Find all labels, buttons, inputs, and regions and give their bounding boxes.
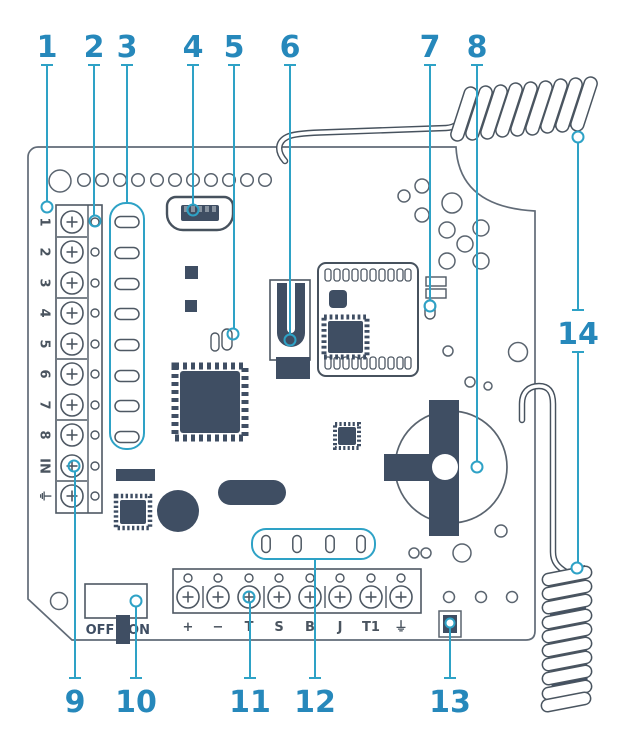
callout-12: 12 <box>294 685 336 720</box>
gsm-module <box>317 262 419 377</box>
left-terminal-block: 1 2 3 4 5 6 7 8 IN ⏚ <box>37 204 103 514</box>
left-terminal-labels: 1 2 3 4 5 6 7 8 IN ⏚ <box>37 217 52 502</box>
callout-2: 2 <box>84 30 105 65</box>
terminal-label: IN <box>37 458 52 474</box>
callout-7: 7 <box>420 30 441 65</box>
earth-ground-icon: ⏚ <box>394 620 407 635</box>
terminal-label: 4 <box>37 308 52 317</box>
terminal-label: 8 <box>37 430 52 439</box>
terminal-label: S <box>274 620 283 635</box>
bottom-led-group <box>251 528 376 560</box>
pcb-outline <box>27 146 536 641</box>
power-switch: OFF ON <box>84 583 150 644</box>
antenna-top-coil <box>276 74 600 165</box>
main-microcontroller <box>171 362 249 442</box>
mini-usb-connector <box>165 195 235 232</box>
terminal-label: 2 <box>37 247 52 256</box>
callout-14: 14 <box>557 317 599 352</box>
bottom-terminal-labels: + − T S B J T1 ⏚ <box>183 620 408 635</box>
callout-8: 8 <box>467 30 488 65</box>
bottom-terminal-block: + − T S B J T1 ⏚ <box>172 568 422 635</box>
callout-leaders <box>40 64 585 679</box>
callout-13: 13 <box>429 685 471 720</box>
capacitor <box>218 480 286 505</box>
qfn-chip-mid <box>333 422 361 450</box>
callout-4: 4 <box>183 30 204 65</box>
callout-3: 3 <box>117 30 138 65</box>
callout-9: 9 <box>65 685 86 720</box>
callout-10: 10 <box>115 685 157 720</box>
switch-slider <box>116 615 130 644</box>
callout-6: 6 <box>280 30 301 65</box>
terminal-label: B <box>305 620 315 635</box>
callout-numbers: 1 2 3 4 5 6 7 8 9 10 11 12 13 14 <box>37 30 599 720</box>
terminal-label: 5 <box>37 339 52 348</box>
callout-5: 5 <box>224 30 245 65</box>
passive-components <box>116 266 286 532</box>
terminal-label: − <box>213 620 224 635</box>
terminal-label: + <box>183 620 194 635</box>
terminal-label: T1 <box>362 620 380 635</box>
terminal-label: 6 <box>37 369 52 378</box>
terminal-label: 7 <box>37 400 52 409</box>
callout-11: 11 <box>229 685 271 720</box>
earth-ground-icon: ⏚ <box>37 489 52 502</box>
callout-1: 1 <box>37 30 58 65</box>
terminal-label: 1 <box>37 217 52 226</box>
battery-holder <box>384 400 508 536</box>
switch-on-label: ON <box>128 623 150 638</box>
switch-off-label: OFF <box>86 623 115 638</box>
antenna-bottom-coil <box>518 382 594 714</box>
terminal-label: 3 <box>37 278 52 287</box>
buzzer <box>157 490 199 532</box>
terminal-label: J <box>337 620 343 635</box>
qfn-chip-left <box>113 493 153 531</box>
